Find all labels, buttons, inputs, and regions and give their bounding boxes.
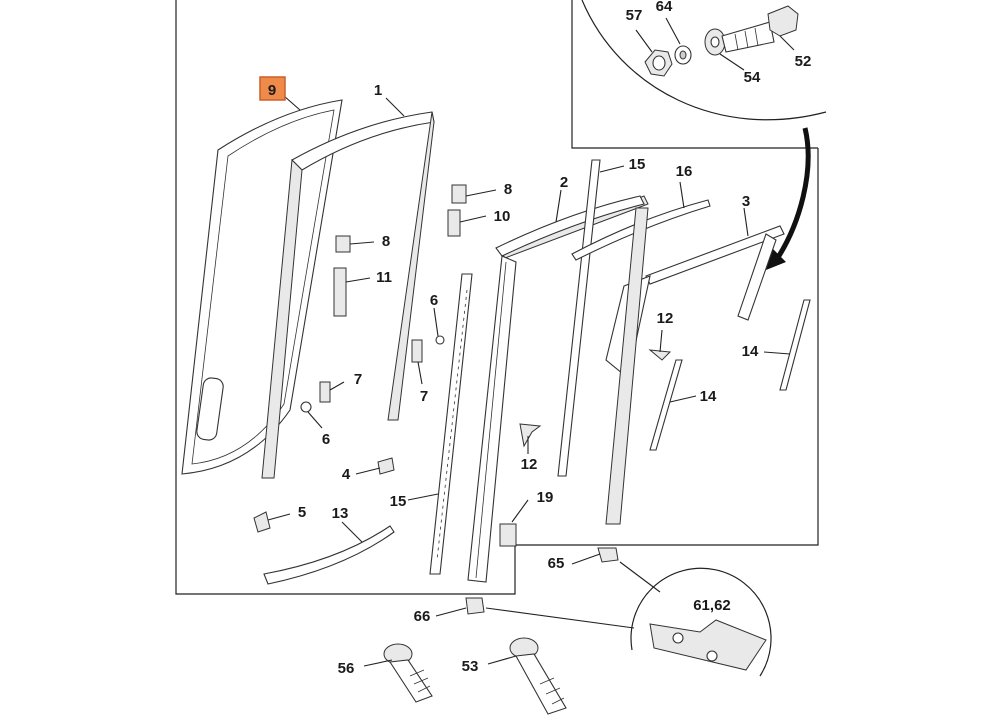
label-3: 3	[742, 193, 750, 210]
label-12-lower: 12	[521, 456, 538, 473]
label-54: 54	[744, 69, 761, 86]
label-9: 9	[268, 82, 276, 99]
label-2: 2	[560, 174, 568, 191]
main-frame-outline	[175, 0, 819, 595]
plate-61-62	[649, 619, 767, 671]
latch-7	[411, 339, 423, 363]
block-19	[499, 523, 517, 547]
label-64: 64	[656, 0, 673, 15]
label-56: 56	[338, 660, 355, 677]
label-53: 53	[462, 658, 479, 675]
label-8-upper: 8	[504, 181, 512, 198]
label-61-62: 61,62	[693, 597, 731, 614]
inset-pointer-arrow	[772, 127, 811, 264]
label-65: 65	[548, 555, 565, 572]
label-4: 4	[342, 466, 351, 483]
frame-strip	[605, 207, 649, 525]
catch-5	[253, 511, 271, 533]
gas-strut-14-right	[779, 299, 811, 391]
pin-6	[435, 335, 445, 345]
bolt-52	[721, 5, 799, 53]
label-11: 11	[376, 269, 392, 286]
handle-12	[519, 423, 542, 448]
gas-strut-14-center	[649, 359, 683, 451]
seal-13	[263, 525, 395, 585]
label-15-upper: 15	[629, 156, 646, 173]
nut-57	[644, 49, 673, 77]
catch-4	[377, 457, 395, 475]
label-12-upper: 12	[657, 310, 674, 327]
bracket-10	[447, 209, 461, 237]
washer-54	[704, 28, 726, 56]
label-57: 57	[626, 7, 643, 24]
label-16: 16	[676, 163, 693, 180]
door-frame-2	[467, 195, 649, 583]
bolt-56	[383, 643, 433, 703]
bracket-65	[597, 547, 619, 563]
rail-15-left	[429, 273, 473, 575]
label-14-center: 14	[700, 388, 717, 405]
latch-7-left	[319, 381, 331, 403]
inset-circle-arc	[581, 0, 827, 121]
label-15-lower: 15	[390, 493, 407, 510]
bracket-11	[333, 267, 347, 317]
hinge-8-top	[451, 184, 467, 204]
label-7-left: 7	[354, 371, 362, 388]
rail-15-right	[557, 159, 601, 477]
door-glass-9	[181, 99, 343, 475]
label-66: 66	[414, 608, 431, 625]
label-5: 5	[298, 504, 306, 521]
door-frame-1	[261, 111, 435, 479]
pin-6-left	[300, 401, 312, 413]
label-7-right: 7	[420, 388, 428, 405]
rail-15-left-dash	[436, 289, 468, 561]
washer-64	[674, 45, 692, 65]
label-13: 13	[332, 505, 349, 522]
leader-lines	[267, 17, 795, 667]
label-14-right: 14	[742, 343, 759, 360]
label-19: 19	[537, 489, 554, 506]
highlight-box-9	[259, 76, 286, 101]
bolt-53	[509, 637, 567, 715]
label-1: 1	[374, 82, 382, 99]
label-8-lower: 8	[382, 233, 390, 250]
label-6-upper: 6	[430, 292, 438, 309]
label-10: 10	[494, 208, 511, 225]
label-6-lower: 6	[322, 431, 330, 448]
inset-frame-outline	[571, 0, 818, 149]
hinge-8	[335, 235, 351, 253]
detail-circle	[630, 567, 772, 677]
label-52: 52	[795, 53, 812, 70]
clip-66	[465, 597, 485, 615]
